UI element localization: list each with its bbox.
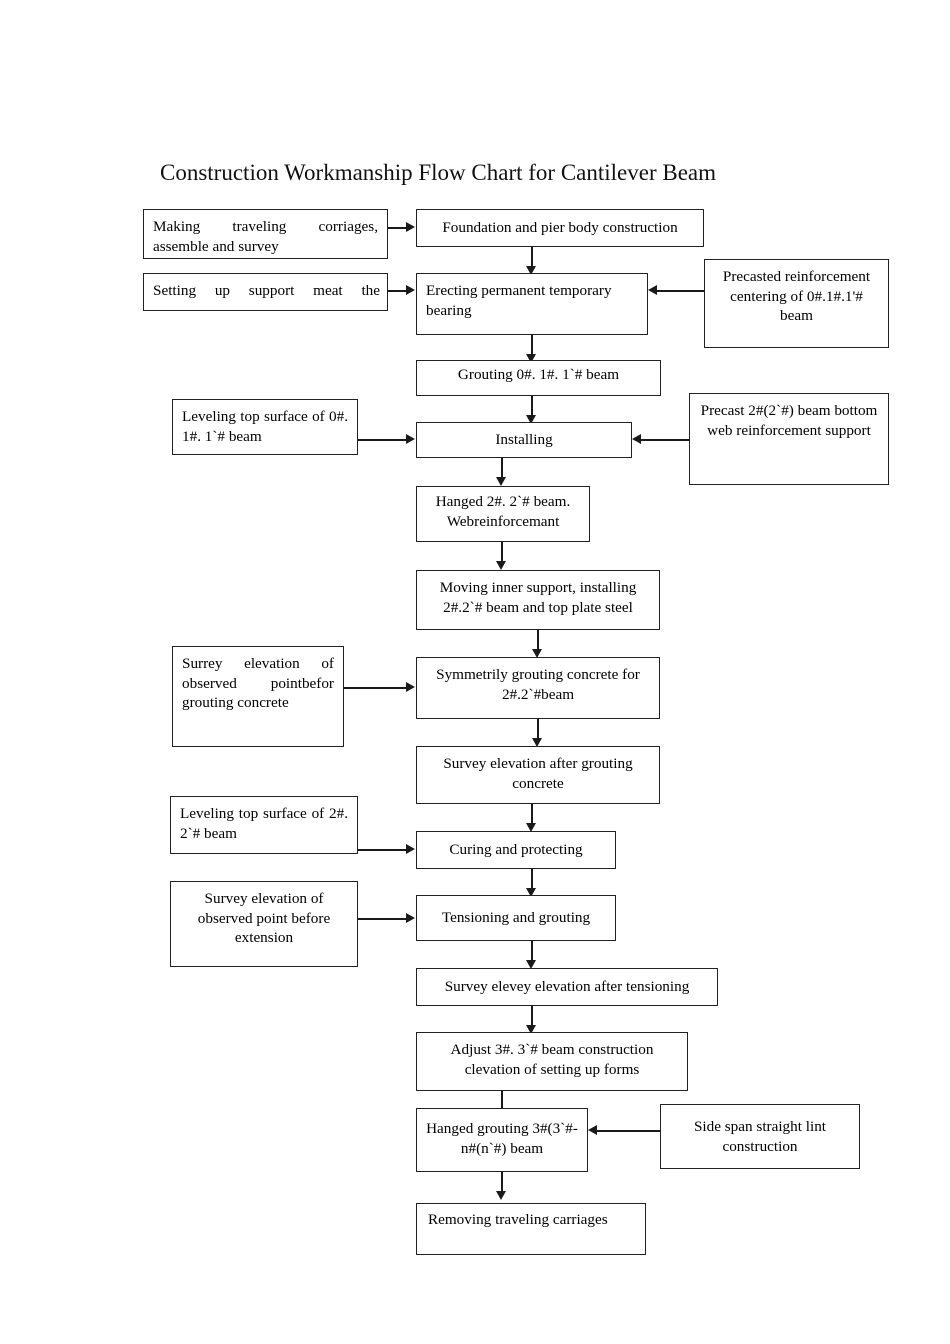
- arrowhead-down: [526, 415, 536, 424]
- arrowhead-down: [496, 477, 506, 486]
- node-label: Erecting permanent temporary bearing: [426, 282, 612, 319]
- node-leveling-top-2: Leveling top surface of 2#. 2`# beam: [170, 796, 358, 854]
- node-label: Survey elevation after grouting concrete: [443, 755, 633, 792]
- node-making-traveling-carriages: Making traveling corriages, assemble and…: [143, 209, 388, 259]
- node-label: Foundation and pier body construction: [442, 219, 678, 237]
- arrowhead-right: [406, 682, 415, 692]
- arrowhead-down: [496, 1191, 506, 1200]
- edge-surrey-to-symmetrily: [344, 687, 407, 689]
- arrowhead-down: [526, 888, 536, 897]
- edge-tensioning-to-survey-tension: [531, 941, 533, 963]
- edge-survey-tension-to-adjust: [531, 1006, 533, 1028]
- node-removing-carriages: Removing traveling carriages: [416, 1203, 646, 1255]
- node-curing-protecting: Curing and protecting: [416, 831, 616, 869]
- arrowhead-down: [526, 1025, 536, 1034]
- node-leveling-top-0: Leveling top surface of 0#. 1#. 1`# beam: [172, 399, 358, 455]
- node-label: Removing traveling carriages: [428, 1211, 608, 1228]
- edge-installing-to-hanged2: [501, 458, 503, 479]
- edge-survey-ext-to-tensioning: [358, 918, 407, 920]
- arrowhead-left: [588, 1125, 597, 1135]
- node-erecting-bearing: Erecting permanent temporary bearing: [416, 273, 648, 335]
- node-label: Moving inner support, installing 2#.2`# …: [439, 579, 637, 616]
- node-setting-up-support: Setting up support meat the: [143, 273, 388, 311]
- node-label: Survey elevation of observed point befor…: [197, 890, 331, 946]
- node-label: Leveling top surface of 0#. 1#. 1`# beam: [182, 408, 348, 445]
- node-foundation-pier: Foundation and pier body construction: [416, 209, 704, 247]
- arrowhead-right: [406, 913, 415, 923]
- edge-hanged2-to-moving: [501, 542, 503, 564]
- arrowhead-down: [526, 823, 536, 832]
- node-survey-before-extension: Survey elevation of observed point befor…: [170, 881, 358, 967]
- edge-symmetrily-to-survey-grouting: [537, 719, 539, 741]
- edge-sidespan-to-hanged-grouting: [597, 1130, 661, 1132]
- node-label: Tensioning and grouting: [441, 909, 591, 927]
- arrowhead-right: [406, 844, 415, 854]
- edge-foundation-to-erecting: [531, 247, 533, 269]
- arrowhead-down: [526, 960, 536, 969]
- node-precasted-reinforcement: Precasted reinforcement centering of 0#.…: [704, 259, 889, 348]
- node-label: Curing and protecting: [449, 841, 583, 859]
- node-survey-after-tensioning: Survey elevey elevation after tensioning: [416, 968, 718, 1006]
- edge-making-to-foundation: [388, 227, 407, 229]
- node-tensioning-grouting: Tensioning and grouting: [416, 895, 616, 941]
- arrowhead-down: [532, 649, 542, 658]
- arrowhead-down: [526, 266, 536, 275]
- node-survey-after-grouting: Survey elevation after grouting concrete: [416, 746, 660, 804]
- arrowhead-right: [406, 285, 415, 295]
- node-label: Hanged 2#. 2`# beam. Webreinforcemant: [435, 493, 571, 530]
- arrowhead-down: [496, 561, 506, 570]
- node-label: Leveling top surface of 2#. 2`# beam: [180, 805, 348, 842]
- edge-grouting-to-installing: [531, 396, 533, 418]
- node-installing: Installing: [416, 422, 632, 458]
- node-label: Hanged grouting 3#(3`#-n#(n`#) beam: [426, 1120, 578, 1157]
- node-label: Precast 2#(2`#) beam bottom web reinforc…: [700, 402, 878, 439]
- node-hanged-grouting-3: Hanged grouting 3#(3`#-n#(n`#) beam: [416, 1108, 588, 1172]
- node-label: Side span straight lint construction: [693, 1118, 827, 1155]
- node-label: Making traveling corriages, assemble and…: [153, 218, 378, 255]
- edge-precast2-to-installing: [641, 439, 690, 441]
- node-side-span: Side span straight lint construction: [660, 1104, 860, 1169]
- node-label: Precasted reinforcement centering of 0#.…: [722, 268, 871, 324]
- edge-survey-grouting-to-curing: [531, 804, 533, 826]
- node-label: Survey elevey elevation after tensioning: [444, 978, 690, 996]
- edge-hanged-grouting-to-removing: [501, 1172, 503, 1194]
- node-label: Setting up support meat the: [153, 282, 380, 299]
- edge-erecting-to-grouting: [531, 335, 533, 357]
- arrowhead-right: [406, 434, 415, 444]
- node-label: Surrey elevation of observed pointbefor …: [182, 655, 334, 711]
- arrowhead-left: [648, 285, 657, 295]
- node-symmetrily-grouting: Symmetrily grouting concrete for 2#.2`#b…: [416, 657, 660, 719]
- edge-adjust-to-hanged-grouting: [501, 1091, 503, 1112]
- edge-moving-to-symmetrily: [537, 630, 539, 652]
- node-label: Symmetrily grouting concrete for 2#.2`#b…: [436, 666, 640, 703]
- edge-precasted-to-erecting: [657, 290, 705, 292]
- node-surrey-elevation: Surrey elevation of observed pointbefor …: [172, 646, 344, 747]
- node-label: Adjust 3#. 3`# beam construction clevati…: [450, 1041, 654, 1078]
- edge-setting-to-erecting: [388, 290, 407, 292]
- arrowhead-left: [632, 434, 641, 444]
- node-grouting-beam: Grouting 0#. 1#. 1`# beam: [416, 360, 661, 396]
- page-title: Construction Workmanship Flow Chart for …: [160, 160, 717, 185]
- node-label: Installing: [495, 431, 553, 449]
- edge-curing-to-tensioning: [531, 869, 533, 891]
- edge-leveling0-to-installing: [358, 439, 407, 441]
- node-precast-2-beam: Precast 2#(2`#) beam bottom web reinforc…: [689, 393, 889, 485]
- arrowhead-down: [532, 738, 542, 747]
- node-hanged-2-beam: Hanged 2#. 2`# beam. Webreinforcemant: [416, 486, 590, 542]
- edge-leveling2-to-curing: [358, 849, 407, 851]
- node-moving-inner-support: Moving inner support, installing 2#.2`# …: [416, 570, 660, 630]
- arrowhead-right: [406, 222, 415, 232]
- node-adjust-3-beam: Adjust 3#. 3`# beam construction clevati…: [416, 1032, 688, 1091]
- node-label: Grouting 0#. 1#. 1`# beam: [457, 366, 620, 383]
- arrowhead-down: [526, 354, 536, 363]
